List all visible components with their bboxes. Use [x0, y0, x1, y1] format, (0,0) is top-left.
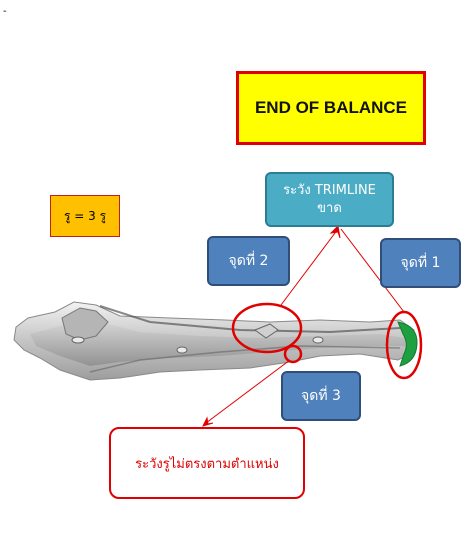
trimline-callout-line-1: ระวัง TRIMLINE	[283, 182, 376, 198]
hole-count-note: รู = 3 รู	[50, 195, 120, 237]
point-3-label: จุดที่ 3	[281, 371, 361, 421]
highlight-circle-point-2	[231, 302, 303, 354]
metal-part-image	[13, 301, 415, 381]
green-end-marker	[397, 321, 418, 367]
leader-lines	[202, 224, 405, 427]
trimline-warning-callout: ระวัง TRIMLINE ขาด	[265, 172, 394, 227]
point-1-label: จุดที่ 1	[380, 238, 461, 288]
point-2-label: จุดที่ 2	[207, 236, 290, 286]
trimline-callout-line-2: ขาด	[317, 200, 342, 216]
hole-position-warning: ระวังรูไม่ตรงตามตำแหน่ง	[109, 427, 305, 499]
corner-mark: -	[3, 6, 7, 17]
highlight-circle-point-3	[283, 344, 303, 364]
title-box: END OF BALANCE	[236, 71, 426, 145]
